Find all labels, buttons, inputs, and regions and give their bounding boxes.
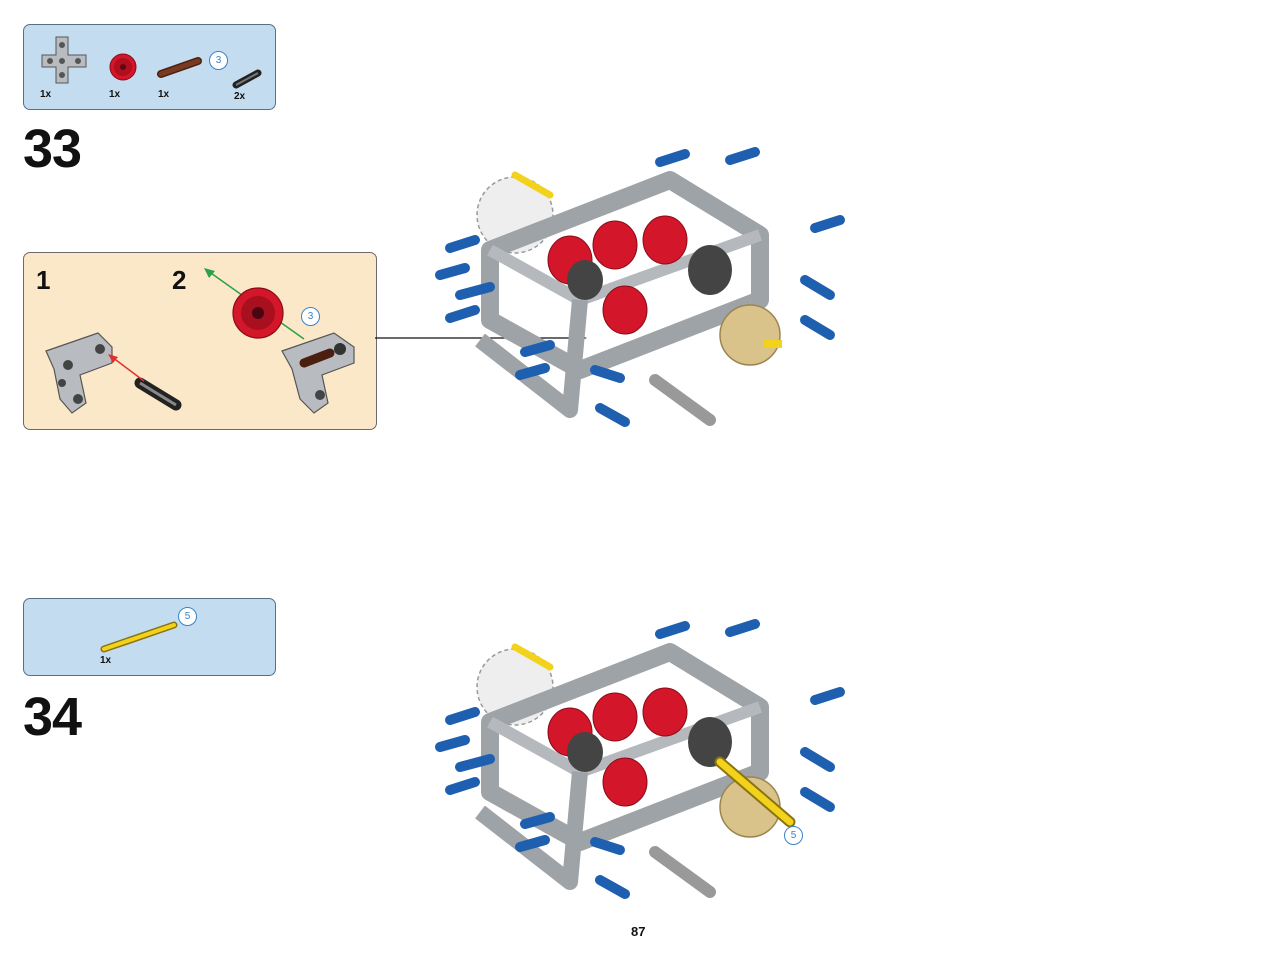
part-qty: 1x <box>158 89 170 100</box>
quantity-callout: 5 <box>784 826 803 845</box>
quantity-callout: 3 <box>209 51 228 70</box>
substep-number: 2 <box>172 265 187 295</box>
red-gear-icon <box>109 53 137 81</box>
yellow-axle-icon <box>100 621 178 653</box>
gearbox-model <box>435 147 845 427</box>
part-qty: 1x <box>109 89 121 100</box>
part-qty: 1x <box>100 655 112 666</box>
page-number: 87 <box>631 924 646 939</box>
step-number: 33 <box>23 119 82 179</box>
parts-list-step-34: 5 1x <box>23 598 276 676</box>
gearbox-model <box>435 619 845 899</box>
red-gear-icon <box>232 287 284 339</box>
beam-t-icon <box>45 332 113 414</box>
step-number: 34 <box>23 687 82 747</box>
part-qty: 2x <box>234 91 246 102</box>
beam-t-icon <box>281 332 355 414</box>
part-qty: 1x <box>40 89 52 100</box>
beam-t-icon <box>41 36 87 84</box>
quantity-callout: 5 <box>178 607 197 626</box>
red-arrow-icon <box>108 354 145 382</box>
connector-pin-icon <box>134 377 182 411</box>
substep-number: 1 <box>36 265 51 295</box>
brown-axle-icon <box>157 57 202 78</box>
quantity-callout: 3 <box>301 307 320 326</box>
subassembly-box: 1 2 3 <box>23 252 377 430</box>
connector-pin-icon <box>232 69 262 89</box>
parts-list-step-33: 1x 1x 3 1x 2x <box>23 24 276 110</box>
